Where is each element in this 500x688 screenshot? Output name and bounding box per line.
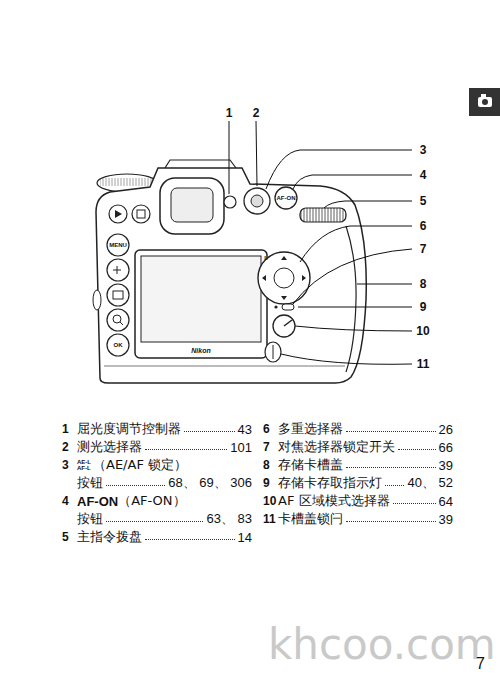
callout-number: 11: [417, 358, 430, 370]
page-reference: 14: [238, 530, 252, 545]
dot-leader: [145, 539, 235, 540]
part-name: 卡槽盖锁闩: [278, 510, 343, 528]
part-name: 按钮: [77, 510, 103, 528]
watermark: khcoo.com: [268, 624, 496, 666]
page-reference: 39: [439, 512, 453, 527]
leader-lines: [229, 121, 412, 364]
item-number: 6: [263, 422, 278, 436]
brand-logo: Nikon: [191, 347, 210, 354]
icon-text: AF-L: [77, 465, 91, 471]
dot-leader: [145, 449, 227, 450]
callout-number: 5: [420, 195, 427, 207]
callout-number: 9: [420, 301, 427, 313]
dot-leader: [106, 521, 203, 522]
page-reference: 63、 83: [206, 510, 252, 528]
part-name: （AE/AF 锁定）: [93, 456, 187, 474]
part-name: 多重选择器: [278, 420, 343, 438]
index-row: 10AF 区域模式选择器 64: [263, 492, 453, 510]
part-name: 测光选择器: [77, 438, 142, 456]
button-name: AF-ON: [77, 494, 118, 509]
index-row: 3AE-LAF-L（AE/AF 锁定）: [62, 456, 252, 474]
dot-leader: [106, 485, 165, 486]
metering-selector: [244, 188, 270, 214]
part-name: AF 区域模式选择器: [278, 492, 390, 510]
item-number: 7: [263, 440, 278, 454]
callout-number: 3: [420, 144, 427, 156]
item-number: 1: [62, 422, 77, 436]
callout-number: 1: [226, 107, 233, 119]
button-label: MENU: [109, 242, 127, 248]
index-row: 11卡槽盖锁闩 39: [263, 510, 453, 528]
index-row: 6多重选择器 26: [263, 420, 453, 438]
card-slot-cover: [346, 226, 356, 372]
page-number: 7: [476, 656, 485, 672]
index-row: 7对焦选择器锁定开关 66: [263, 438, 453, 456]
item-number: 2: [62, 440, 77, 454]
item-number: 3: [62, 458, 77, 472]
page-reference: 66: [439, 440, 453, 455]
index-row: 4AF-ON（AF-ON）: [62, 492, 252, 510]
item-number: 10: [263, 494, 278, 508]
dot-leader: [346, 431, 436, 432]
item-number: 9: [263, 476, 278, 490]
page-reference: 39: [439, 458, 453, 473]
dot-leader: [346, 521, 436, 522]
page-reference: 43: [238, 422, 252, 437]
camera-body: [96, 168, 366, 383]
part-name: 按钮: [77, 474, 103, 492]
diopter-control: [224, 196, 236, 208]
icon-text: AE-L: [77, 459, 91, 465]
card-latch: [265, 342, 281, 362]
index-row: 按钮 68、 69、 306: [62, 474, 252, 492]
part-name: （AF-ON）: [118, 492, 185, 510]
index-row: 1屈光度调节控制器 43: [62, 420, 252, 438]
page-reference: 101: [230, 440, 252, 455]
callout-number: 2: [253, 107, 260, 119]
callout-number: 6: [420, 220, 427, 232]
section-tab: [469, 88, 500, 116]
dot-leader: [398, 449, 436, 450]
page-reference: 26: [439, 422, 453, 437]
page-reference: 40、 52: [407, 474, 453, 492]
part-name: 存储卡槽盖: [278, 456, 343, 474]
multi-selector: [258, 252, 310, 304]
button-label: OK: [114, 342, 123, 348]
part-name: 主指令拨盘: [77, 528, 142, 546]
page-reference: 68、 69、 306: [168, 474, 252, 492]
af-area-selector: [273, 315, 295, 337]
command-dial: [300, 208, 346, 222]
dot-leader: [393, 503, 436, 504]
button-label: AF-ON: [277, 195, 296, 201]
index-row: 按钮 63、 83: [62, 510, 252, 528]
item-number: 8: [263, 458, 278, 472]
dot-leader: [385, 485, 404, 486]
item-number: 4: [62, 494, 77, 508]
index-row: 9存储卡存取指示灯 40、 52: [263, 474, 453, 492]
part-name: 屈光度调节控制器: [77, 420, 181, 438]
index-row: 8存储卡槽盖 39: [263, 456, 453, 474]
focus-lock-switch: [282, 304, 294, 310]
eyepiece: [160, 178, 224, 234]
dot-leader: [346, 467, 436, 468]
item-number: 11: [263, 512, 278, 526]
callout-number: 10: [416, 325, 429, 337]
callout-number: 8: [420, 278, 427, 290]
part-name: 对焦选择器锁定开关: [278, 438, 395, 456]
ae-af-lock-icon: AE-LAF-L: [77, 459, 91, 471]
part-name: 存储卡存取指示灯: [278, 474, 382, 492]
index-row: 5主指令拨盘 14: [62, 528, 252, 546]
switch-label: L: [264, 255, 268, 261]
af-on-button: [275, 187, 297, 209]
dot-leader: [184, 431, 235, 432]
callout-number: 7: [420, 243, 427, 255]
callout-number: 4: [420, 169, 427, 181]
item-number: 5: [62, 530, 77, 544]
index-row: 2测光选择器 101: [62, 438, 252, 456]
lcd-monitor: [135, 250, 267, 358]
page-reference: 64: [439, 494, 453, 509]
